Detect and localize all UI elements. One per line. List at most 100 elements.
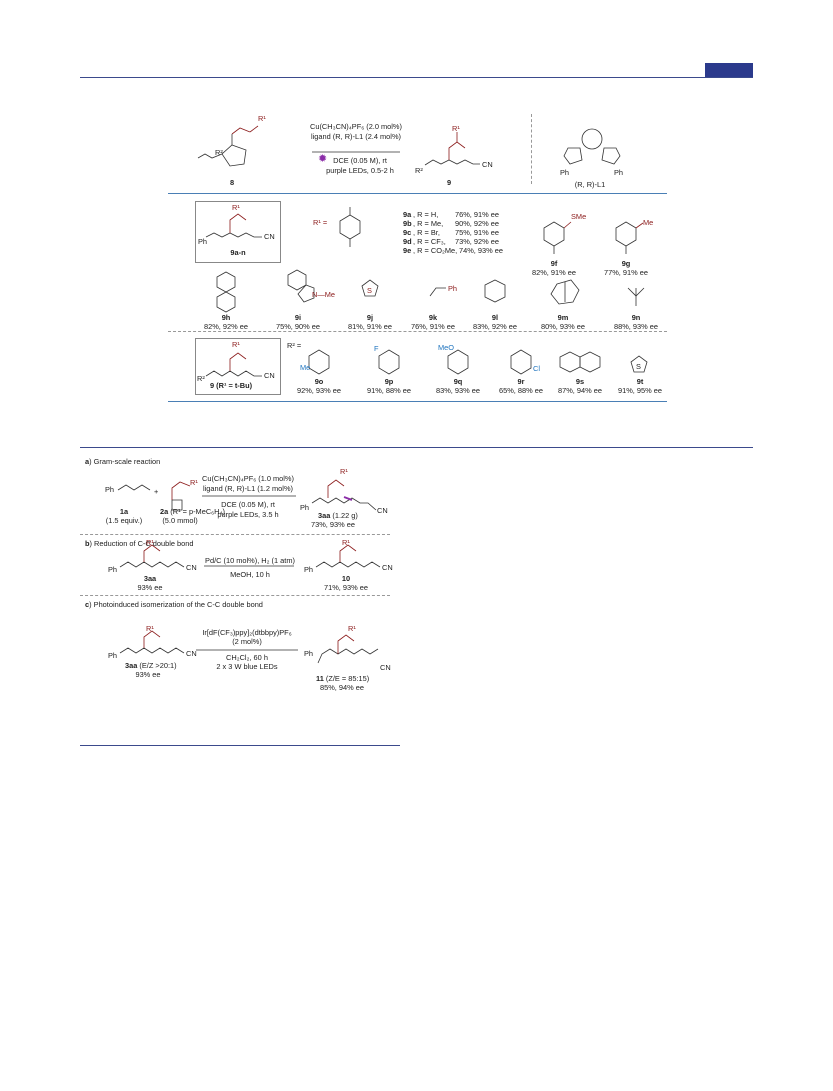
panel-divider	[80, 595, 390, 596]
compound-id: 9h	[221, 313, 231, 322]
compound-yield: 77%, 91% ee	[604, 268, 648, 277]
cn-label: CN	[382, 563, 393, 572]
compound-yield: 91%, 88% ee	[367, 386, 411, 395]
plus-sign: +	[154, 487, 159, 496]
compound-id: 9n	[631, 313, 641, 322]
figure-bottom-rule	[80, 745, 400, 746]
entry-text: , R = H,	[413, 210, 439, 219]
cn-label: CN	[380, 663, 391, 672]
scope-bottom-rule	[168, 401, 667, 402]
header-rule	[80, 77, 753, 78]
compound-yield: 93% ee	[137, 583, 163, 592]
panel-b-title: b) Reduction of C-C double bond	[85, 539, 194, 548]
r1-label: R¹	[348, 624, 356, 633]
condition-line: ligand (R, R)-L1 (2.4 mol%)	[311, 132, 401, 141]
compound-id: 9r	[517, 377, 525, 386]
compound-id: 1a	[119, 507, 129, 516]
reactant2-caption: 2a (R¹ = p-MeC₆H₄)	[160, 507, 225, 516]
condition-line: Cu(CH₃CN)₄PF₆ (1.0 mol%)	[202, 474, 294, 483]
r1-label: R¹	[146, 538, 154, 547]
compound-yield: 93% ee	[135, 670, 161, 679]
general-cn: CN	[264, 371, 275, 380]
compound-note: (5.0 mmol)	[162, 516, 198, 525]
compound-id: 9k	[428, 313, 438, 322]
product-r2: R²	[415, 166, 423, 175]
ligand-ph: Ph	[560, 168, 570, 177]
compound-id: 9g	[621, 259, 631, 268]
cn-label: CN	[186, 563, 197, 572]
compound-id: 9q	[453, 377, 463, 386]
entry-yield: 75%, 91% ee	[455, 228, 499, 237]
general-r1: R¹	[232, 340, 240, 349]
general-label: 9a-n	[230, 248, 246, 257]
condition-line: MeOH, 10 h	[230, 570, 270, 579]
compound-id: 9o	[314, 377, 324, 386]
entry-yield: 90%, 92% ee	[455, 219, 499, 228]
scope-dash-rule	[168, 331, 667, 332]
ph-label: Ph	[108, 651, 118, 660]
page-number-block	[705, 63, 753, 77]
substituent: Me	[643, 218, 654, 227]
condition-line: Cu(CH₃CN)₄PF₆ (2.0 mol%)	[310, 122, 402, 131]
condition-line: Ir[dF(CF₃)ppy]₂(dtbbpy)PF₆	[202, 628, 292, 637]
r1-label: R¹	[190, 478, 198, 487]
ligand-label: (R, R)-L1	[574, 180, 606, 189]
general-structure-box	[195, 201, 281, 263]
compound-yield: 82%, 92% ee	[204, 322, 248, 331]
product-cn: CN	[482, 160, 493, 169]
compound-yield: 82%, 91% ee	[532, 268, 576, 277]
divider	[531, 114, 532, 184]
compound-yield: 83%, 92% ee	[473, 322, 517, 331]
condition-line: (2 mol%)	[232, 637, 262, 646]
ligand-ph: Ph	[614, 168, 624, 177]
panel-a-title: a) Gram-scale reaction	[85, 457, 161, 466]
condition-line: DCE (0.05 M), rt	[333, 156, 387, 165]
reactant-caption: 3aa (E/Z >20:1)	[125, 661, 177, 670]
product-caption: 3aa (1.22 g)	[318, 511, 358, 520]
substituent: F	[374, 344, 379, 353]
compound-id: 9f	[550, 259, 558, 268]
compound-id: 9l	[491, 313, 499, 322]
product-caption: 11 (Z/E = 85:15)	[316, 674, 370, 683]
entry-yield: 74%, 93% ee	[459, 246, 503, 255]
compound-id: 9m	[557, 313, 569, 322]
general-label: 9 (R¹ = t-Bu)	[210, 381, 253, 390]
condition-line: CH₂Cl₂, 60 h	[226, 653, 268, 662]
substituent: N—Me	[312, 290, 335, 299]
compound-id: 9j	[366, 313, 374, 322]
compound-id: 9t	[636, 377, 644, 386]
substituent: S	[367, 286, 372, 295]
cn-label: CN	[186, 649, 197, 658]
condition-line: Pd/C (10 mol%), H₂ (1 atm)	[205, 556, 295, 565]
compound-yield: 85%, 94% ee	[320, 683, 364, 692]
condition-line: purple LEDs, 0.5-2 h	[326, 166, 394, 175]
entry-text: , R = CO₂Me,	[413, 246, 458, 255]
compound-id: 9s	[575, 377, 585, 386]
entry-yield: 76%, 91% ee	[455, 210, 499, 219]
compound-yield: 83%, 93% ee	[436, 386, 480, 395]
r2-equals: R² =	[287, 341, 302, 350]
entry-text: , R = Me,	[413, 219, 444, 228]
reactant-r2: R²	[215, 148, 223, 157]
general-ph: Ph	[198, 237, 208, 246]
reactant-label: 8	[229, 178, 235, 187]
r1-label: R¹	[342, 538, 350, 547]
compound-yield: 71%, 93% ee	[324, 583, 368, 592]
reactant-r1: R¹	[258, 114, 266, 123]
general-structure-box	[195, 338, 281, 395]
compound-id: 3aa	[143, 574, 157, 583]
condition-line: purple LEDs, 3.5 h	[217, 510, 279, 519]
compound-yield: 87%, 94% ee	[558, 386, 602, 395]
compound-yield: 76%, 91% ee	[411, 322, 455, 331]
general-r1: R¹	[232, 203, 240, 212]
panel-divider	[80, 534, 390, 535]
purple-led-icon: ✹	[318, 153, 328, 165]
substituent: Me	[300, 363, 311, 372]
figure-top-rule	[80, 447, 753, 448]
ph-label: Ph	[108, 565, 118, 574]
compound-yield: 65%, 88% ee	[499, 386, 543, 395]
product-label: 9	[446, 178, 452, 187]
substituent: SMe	[571, 212, 587, 221]
